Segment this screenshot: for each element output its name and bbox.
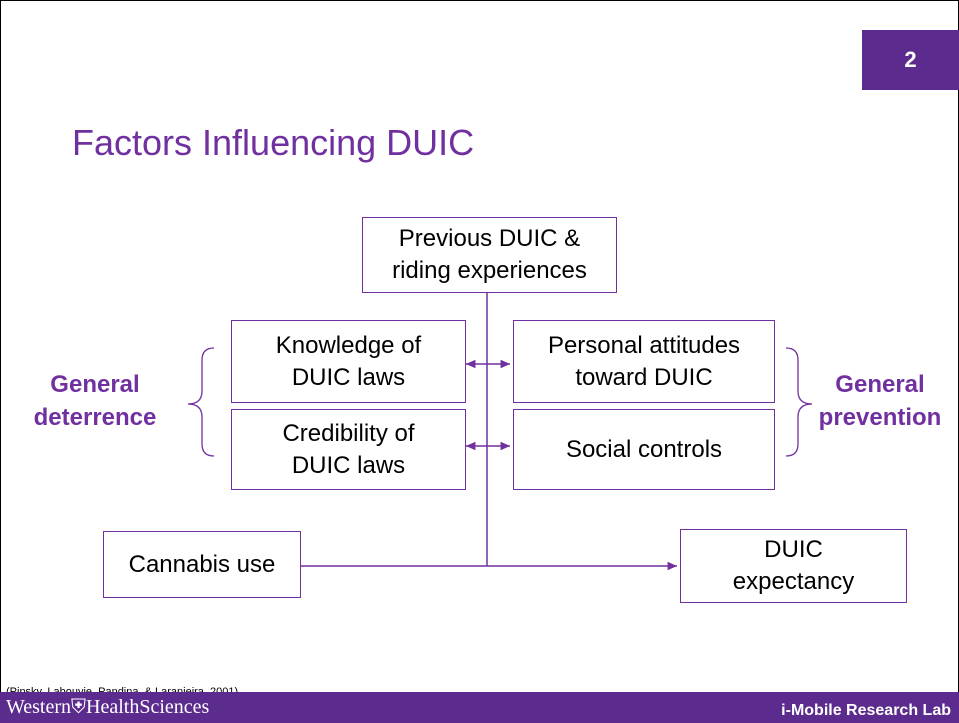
knowledge-line-2: DUIC laws: [291, 363, 406, 391]
previous-line-1: Previous DUIC &: [398, 225, 581, 252]
cannabis-use-label: Cannabis use: [128, 550, 276, 578]
social-controls-box: Social controls: [513, 409, 775, 490]
deterrence-line-1: General: [50, 371, 140, 398]
slide-title: Factors Influencing DUIC: [72, 122, 475, 163]
prevention-line-2: prevention: [818, 404, 942, 431]
knowledge-line-1: Knowledge of: [275, 331, 422, 359]
previous-experiences-box: Previous DUIC & riding experiences: [362, 217, 617, 293]
credibility-line-1: Credibility of: [282, 419, 415, 447]
credibility-line-2: DUIC laws: [291, 451, 406, 479]
credibility-box: Credibility of DUIC laws: [231, 409, 466, 490]
attitudes-line-1: Personal attitudes: [547, 331, 741, 359]
general-deterrence-label: General deterrence: [10, 368, 180, 434]
page-number: 2: [904, 47, 917, 72]
social-controls-label: Social controls: [565, 435, 723, 463]
expectancy-line-1: DUIC: [764, 536, 823, 563]
deterrence-line-2: deterrence: [33, 404, 157, 431]
attitudes-box: Personal attitudes toward DUIC: [513, 320, 775, 403]
expectancy-line-2: expectancy: [732, 568, 855, 595]
lab-name: i-Mobile Research Lab: [781, 702, 951, 719]
knowledge-box: Knowledge of DUIC laws: [231, 320, 466, 403]
cannabis-use-box: Cannabis use: [103, 531, 301, 598]
institution-logo-text: Western⛨HealthSciences: [6, 696, 210, 718]
expectancy-box: DUIC expectancy: [680, 529, 907, 603]
footer-bar: Western⛨HealthSciences i-Mobile Research…: [0, 692, 959, 723]
attitudes-line-2: toward DUIC: [575, 363, 713, 391]
page-number-badge: 2: [862, 30, 959, 90]
previous-line-2: riding experiences: [392, 257, 587, 284]
prevention-line-1: General: [835, 371, 925, 398]
general-prevention-label: General prevention: [803, 368, 957, 434]
